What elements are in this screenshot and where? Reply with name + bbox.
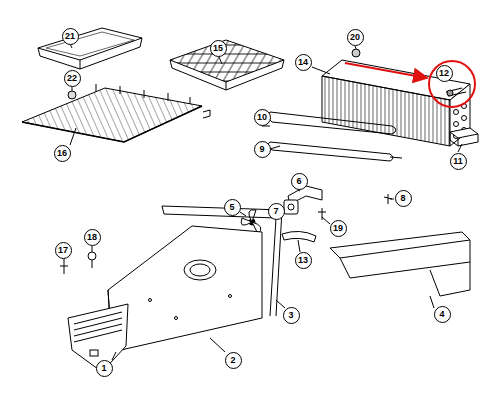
callout-number: 8 <box>395 190 412 207</box>
callout-number: 22 <box>64 70 81 87</box>
callout-number: 14 <box>295 54 312 71</box>
callout-number: 16 <box>54 145 71 162</box>
callout-number: 2 <box>225 352 242 369</box>
callout-number: 19 <box>330 220 347 237</box>
callout-number: 18 <box>84 229 101 246</box>
callout-number: 7 <box>268 203 285 220</box>
callout-number: 5 <box>224 199 241 216</box>
callout-number: 9 <box>254 141 271 158</box>
callout-number: 4 <box>434 306 451 323</box>
callout-number: 17 <box>55 242 72 259</box>
callout-number: 11 <box>450 153 467 170</box>
callout-number: 1 <box>96 360 113 377</box>
callout-number: 20 <box>347 29 364 46</box>
callout-number: 3 <box>283 307 300 324</box>
callout-number: 15 <box>210 40 227 57</box>
callout-number: 13 <box>295 252 312 269</box>
callout-number: 21 <box>62 28 79 45</box>
callout-number: 10 <box>254 109 271 126</box>
callout-number: 12 <box>436 65 453 82</box>
callout-number: 6 <box>291 173 308 190</box>
